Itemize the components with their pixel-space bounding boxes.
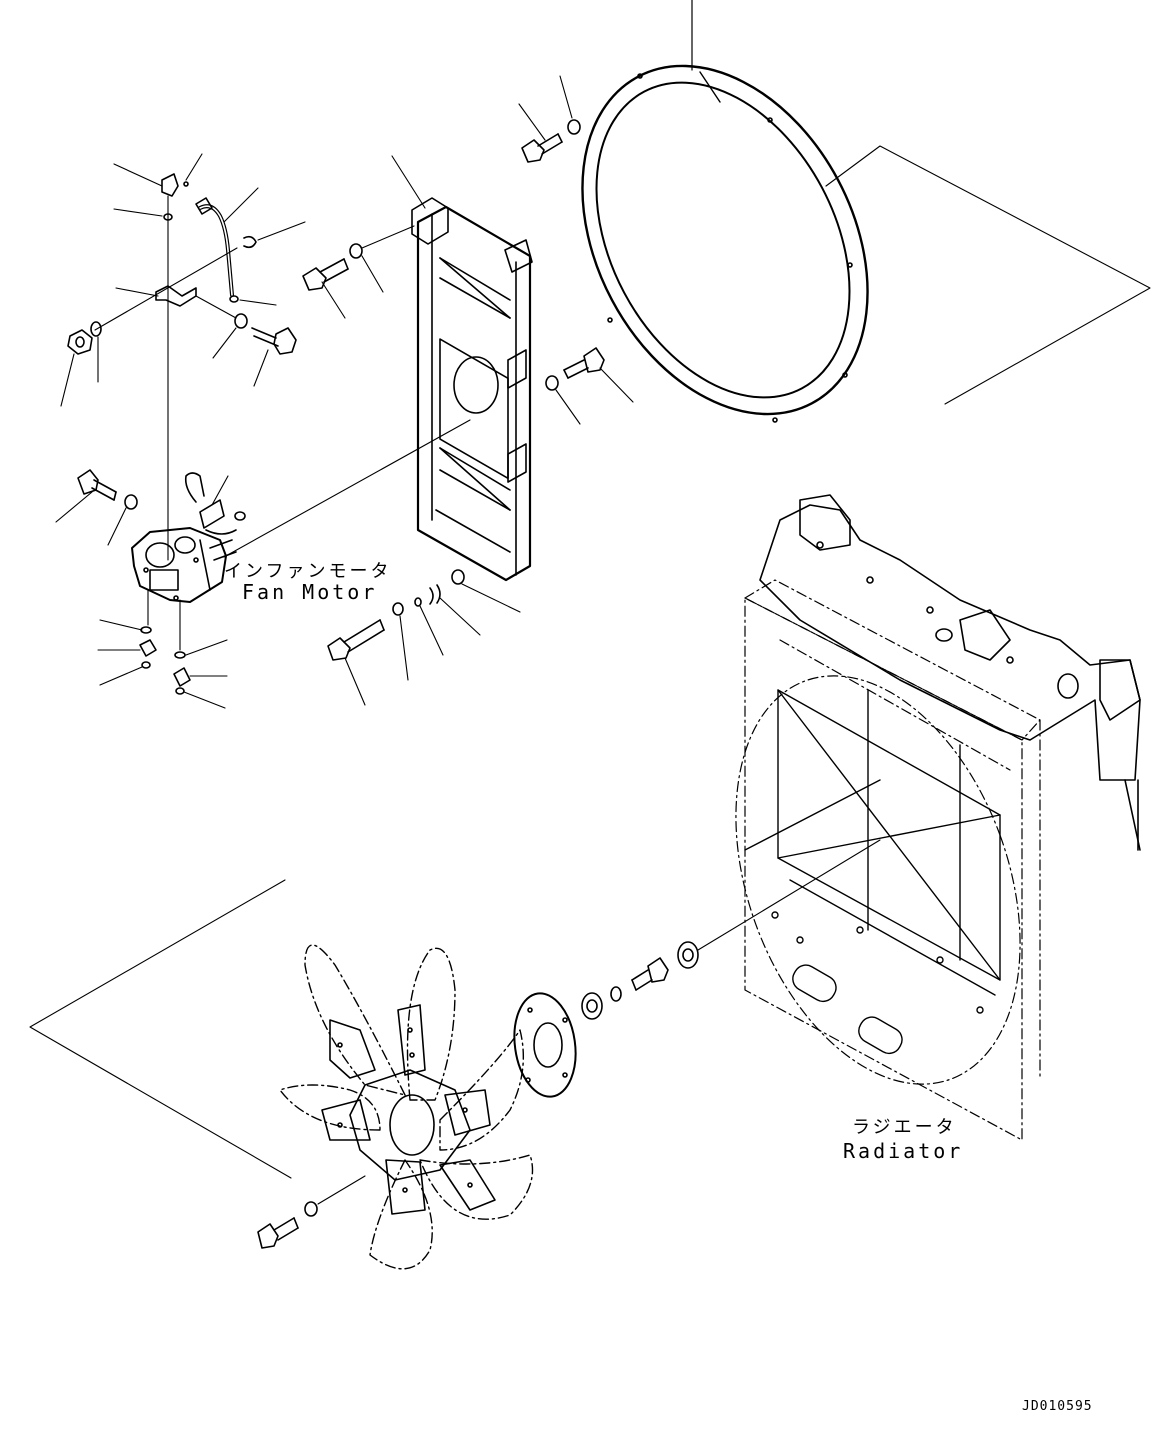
radiator-lower-plate xyxy=(772,912,983,1058)
fan-hub-bolt xyxy=(632,958,668,990)
frame-washer-upper xyxy=(350,226,414,292)
hydraulic-pipe xyxy=(196,188,258,295)
frame-bolt-upper xyxy=(303,259,348,318)
pipe-clip xyxy=(244,222,305,247)
oil-cooler-frame xyxy=(224,156,532,580)
fan-motor-label-jp: インファンモータ xyxy=(224,561,392,582)
shroud-bolt xyxy=(519,104,562,162)
frame-bolt-lower xyxy=(328,620,384,705)
radiator-core xyxy=(745,690,1000,995)
radiator-label-jp: ラジエータ xyxy=(852,1117,957,1138)
bracket-bolt xyxy=(252,328,296,386)
pipe-bracket xyxy=(95,196,237,560)
fan-motor xyxy=(132,473,245,602)
motor-fittings-lower xyxy=(98,590,227,708)
bracket-washer-2 xyxy=(213,314,247,358)
frame-bolt-right xyxy=(564,348,633,402)
motor-mount-bolt xyxy=(56,470,116,522)
frame-washer-right xyxy=(546,376,580,424)
fan-motor-label-en: Fan Motor xyxy=(242,580,378,604)
fan-hub-spider xyxy=(322,1005,495,1214)
fan-hub-lock xyxy=(582,993,602,1019)
radiator-top-tank xyxy=(760,495,1140,850)
o-ring-small xyxy=(114,209,276,305)
fan-shroud-ring xyxy=(525,0,925,463)
pipe-elbow-fitting xyxy=(114,154,202,196)
radiator-label-en: Radiator xyxy=(843,1139,964,1163)
fan-mount-washer xyxy=(305,1176,365,1216)
fan-spacer xyxy=(678,840,880,968)
radiator-assembly xyxy=(683,580,1072,1140)
bracket-washer xyxy=(91,322,101,382)
motor-mount-washer xyxy=(108,495,137,545)
reference-plane-top-right xyxy=(826,146,1150,404)
frame-washers-lower xyxy=(393,570,520,680)
shroud-washer xyxy=(560,76,580,134)
drawing-code: JD010595 xyxy=(1022,1399,1093,1414)
fan-adapter-plate xyxy=(508,989,582,1100)
bracket-nut xyxy=(61,330,92,406)
reference-plane-bottom-left xyxy=(30,880,291,1178)
cooling-fan xyxy=(280,945,533,1269)
fan-mount-bolt xyxy=(258,1218,298,1248)
fan-hub-washer xyxy=(611,987,621,1001)
